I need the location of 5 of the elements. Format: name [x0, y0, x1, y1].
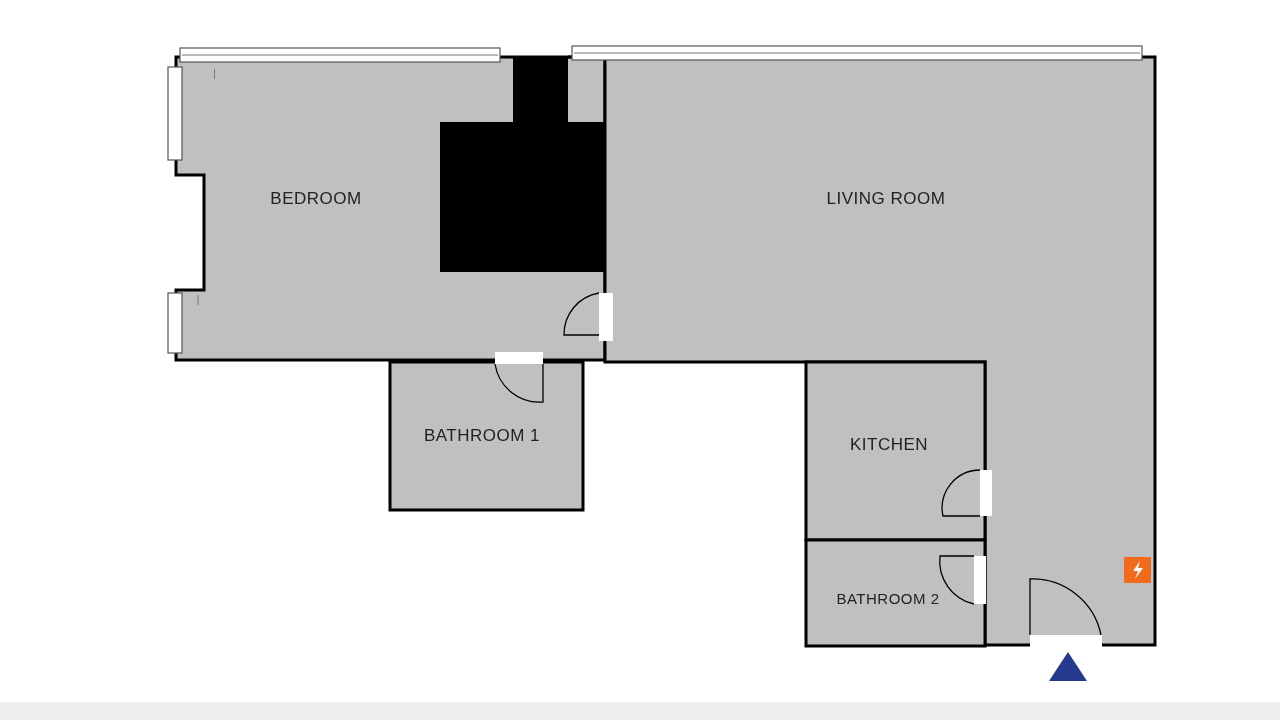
room-label: BATHROOM 2	[836, 589, 940, 607]
room-label: BEDROOM	[270, 189, 362, 209]
room-label: KITCHEN	[849, 435, 929, 455]
room-label: LIVING ROOM	[826, 189, 946, 209]
room-label: BATHROOM 1	[423, 426, 541, 446]
